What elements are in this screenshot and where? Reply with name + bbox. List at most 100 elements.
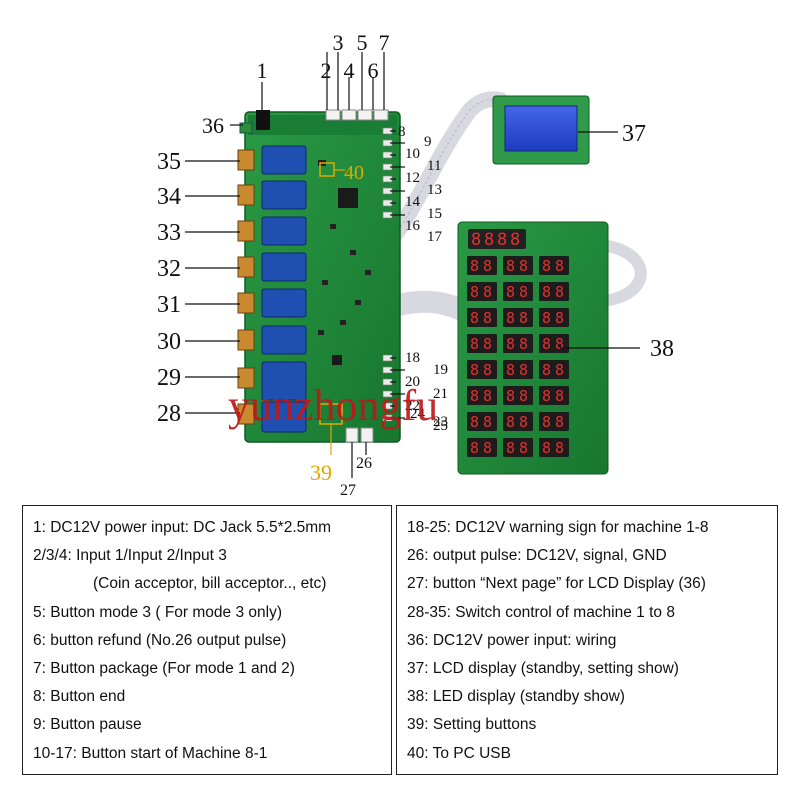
led-digit: 8 <box>483 439 492 457</box>
callout-36: 36 <box>202 113 224 138</box>
led-digit: 8 <box>470 309 479 327</box>
led-digit: 8 <box>542 387 551 405</box>
led-digit-block <box>503 360 533 379</box>
legend-item: 7: Button package (For mode 1 and 2) <box>33 659 295 677</box>
led-digit: 8 <box>542 309 551 327</box>
led-digit: 8 <box>506 257 515 275</box>
legend-right-column: 18-25: DC12V warning sign for machine 1-… <box>396 505 778 775</box>
callout-6: 6 <box>368 58 379 83</box>
legend-item: 36: DC12V power input: wiring <box>407 631 617 649</box>
led-digit: 8 <box>555 361 564 379</box>
callout-38: 38 <box>650 336 674 362</box>
callout-11: 11 <box>427 158 441 174</box>
legend-item: 38: LED display (standby show) <box>407 688 625 706</box>
callout-40: 40 <box>344 162 364 184</box>
watermark-text: yunzhongfu <box>228 381 438 430</box>
led-digit: 8 <box>519 413 528 431</box>
led-digit-block <box>467 438 497 457</box>
led-digit: 8 <box>519 387 528 405</box>
callout-26: 26 <box>356 455 372 472</box>
callout-16: 16 <box>405 218 421 234</box>
callout-4: 4 <box>344 58 355 83</box>
legend-item: 40: To PC USB <box>407 744 511 762</box>
led-digit: 8 <box>483 387 492 405</box>
legend-item: 9: Button pause <box>33 716 142 734</box>
legend-item: (Coin acceptor, bill acceptor.., etc) <box>93 575 327 593</box>
led-digit-block <box>467 412 497 431</box>
callout-7: 7 <box>379 30 390 55</box>
callout-15: 15 <box>427 206 442 222</box>
callout-18: 18 <box>405 350 420 366</box>
callout-33: 33 <box>157 220 181 246</box>
legend-item: 2/3/4: Input 1/Input 2/Input 3 <box>33 547 227 565</box>
led-digit: 8 <box>506 335 515 353</box>
led-digit-block <box>467 360 497 379</box>
led-digit-block <box>539 412 569 431</box>
led-digit-block <box>467 282 497 301</box>
led-digit: 8 <box>506 309 515 327</box>
callout-1: 1 <box>257 58 268 83</box>
led-digit: 8 <box>506 413 515 431</box>
led-digit: 8 <box>519 361 528 379</box>
callout-27: 27 <box>340 482 356 499</box>
legend-item: 10-17: Button start of Machine 8-1 <box>33 744 268 762</box>
led-digit: 8 <box>519 439 528 457</box>
relay-bank <box>261 145 307 433</box>
led-digit-block <box>539 308 569 327</box>
led-digit-block <box>539 282 569 301</box>
callout-22: 22 <box>405 398 420 414</box>
legend-item: 26: output pulse: DC12V, signal, GND <box>407 547 667 565</box>
ribbon-cables <box>387 91 647 321</box>
led-digit: 8 <box>555 309 564 327</box>
led-digit: 8 <box>483 309 492 327</box>
led-digit-block <box>503 334 533 353</box>
led-digit-block <box>467 308 497 327</box>
callout-3: 3 <box>333 30 344 55</box>
led-digit: 8 <box>483 361 492 379</box>
callout-28: 28 <box>157 401 181 427</box>
callout-labels: 1 2 3 4 5 6 7 36 35 34 33 32 31 30 29 28… <box>157 30 674 499</box>
led-digit-block <box>539 386 569 405</box>
callout-12: 12 <box>405 170 420 186</box>
led-digit: 8 <box>542 361 551 379</box>
led-digit: 8 <box>484 230 494 250</box>
led-digit: 8 <box>470 413 479 431</box>
led-digit-block <box>503 282 533 301</box>
legend-left-column: 1: DC12V power input: DC Jack 5.5*2.5mm … <box>22 505 392 775</box>
led-digit: 8 <box>555 387 564 405</box>
legend-item: 39: Setting buttons <box>407 716 537 734</box>
led-digit: 8 <box>470 335 479 353</box>
callout-39: 39 <box>310 460 332 485</box>
led-digit: 8 <box>555 335 564 353</box>
led-digit: 8 <box>497 230 507 250</box>
led-digit-block <box>467 256 497 275</box>
led-digit-block <box>503 438 533 457</box>
legend-item: 6: button refund (No.26 output pulse) <box>33 631 287 649</box>
led-digit: 8 <box>519 257 528 275</box>
legend-box: 1: DC12V power input: DC Jack 5.5*2.5mm … <box>22 505 778 777</box>
led-digit: 8 <box>555 257 564 275</box>
callout-19: 19 <box>433 362 448 378</box>
callout-21: 21 <box>433 386 448 402</box>
led-digit: 8 <box>555 413 564 431</box>
led-digit: 8 <box>470 387 479 405</box>
legend-item: 27: button “Next page” for LCD Display (… <box>407 575 706 593</box>
led-digit: 8 <box>555 283 564 301</box>
callout-17: 17 <box>427 229 443 245</box>
callout-23: 23 <box>433 414 448 430</box>
led-digit: 8 <box>471 230 481 250</box>
led-digit: 8 <box>542 413 551 431</box>
led-digit: 8 <box>542 439 551 457</box>
led-digit: 8 <box>542 283 551 301</box>
led-digit: 8 <box>519 283 528 301</box>
led-digit: 8 <box>506 439 515 457</box>
main-pcb <box>237 109 401 443</box>
callout-5: 5 <box>357 30 368 55</box>
led-digit: 8 <box>470 361 479 379</box>
legend-item: 8: Button end <box>33 688 126 706</box>
callout-10: 10 <box>405 146 420 162</box>
callout-37: 37 <box>622 121 646 147</box>
